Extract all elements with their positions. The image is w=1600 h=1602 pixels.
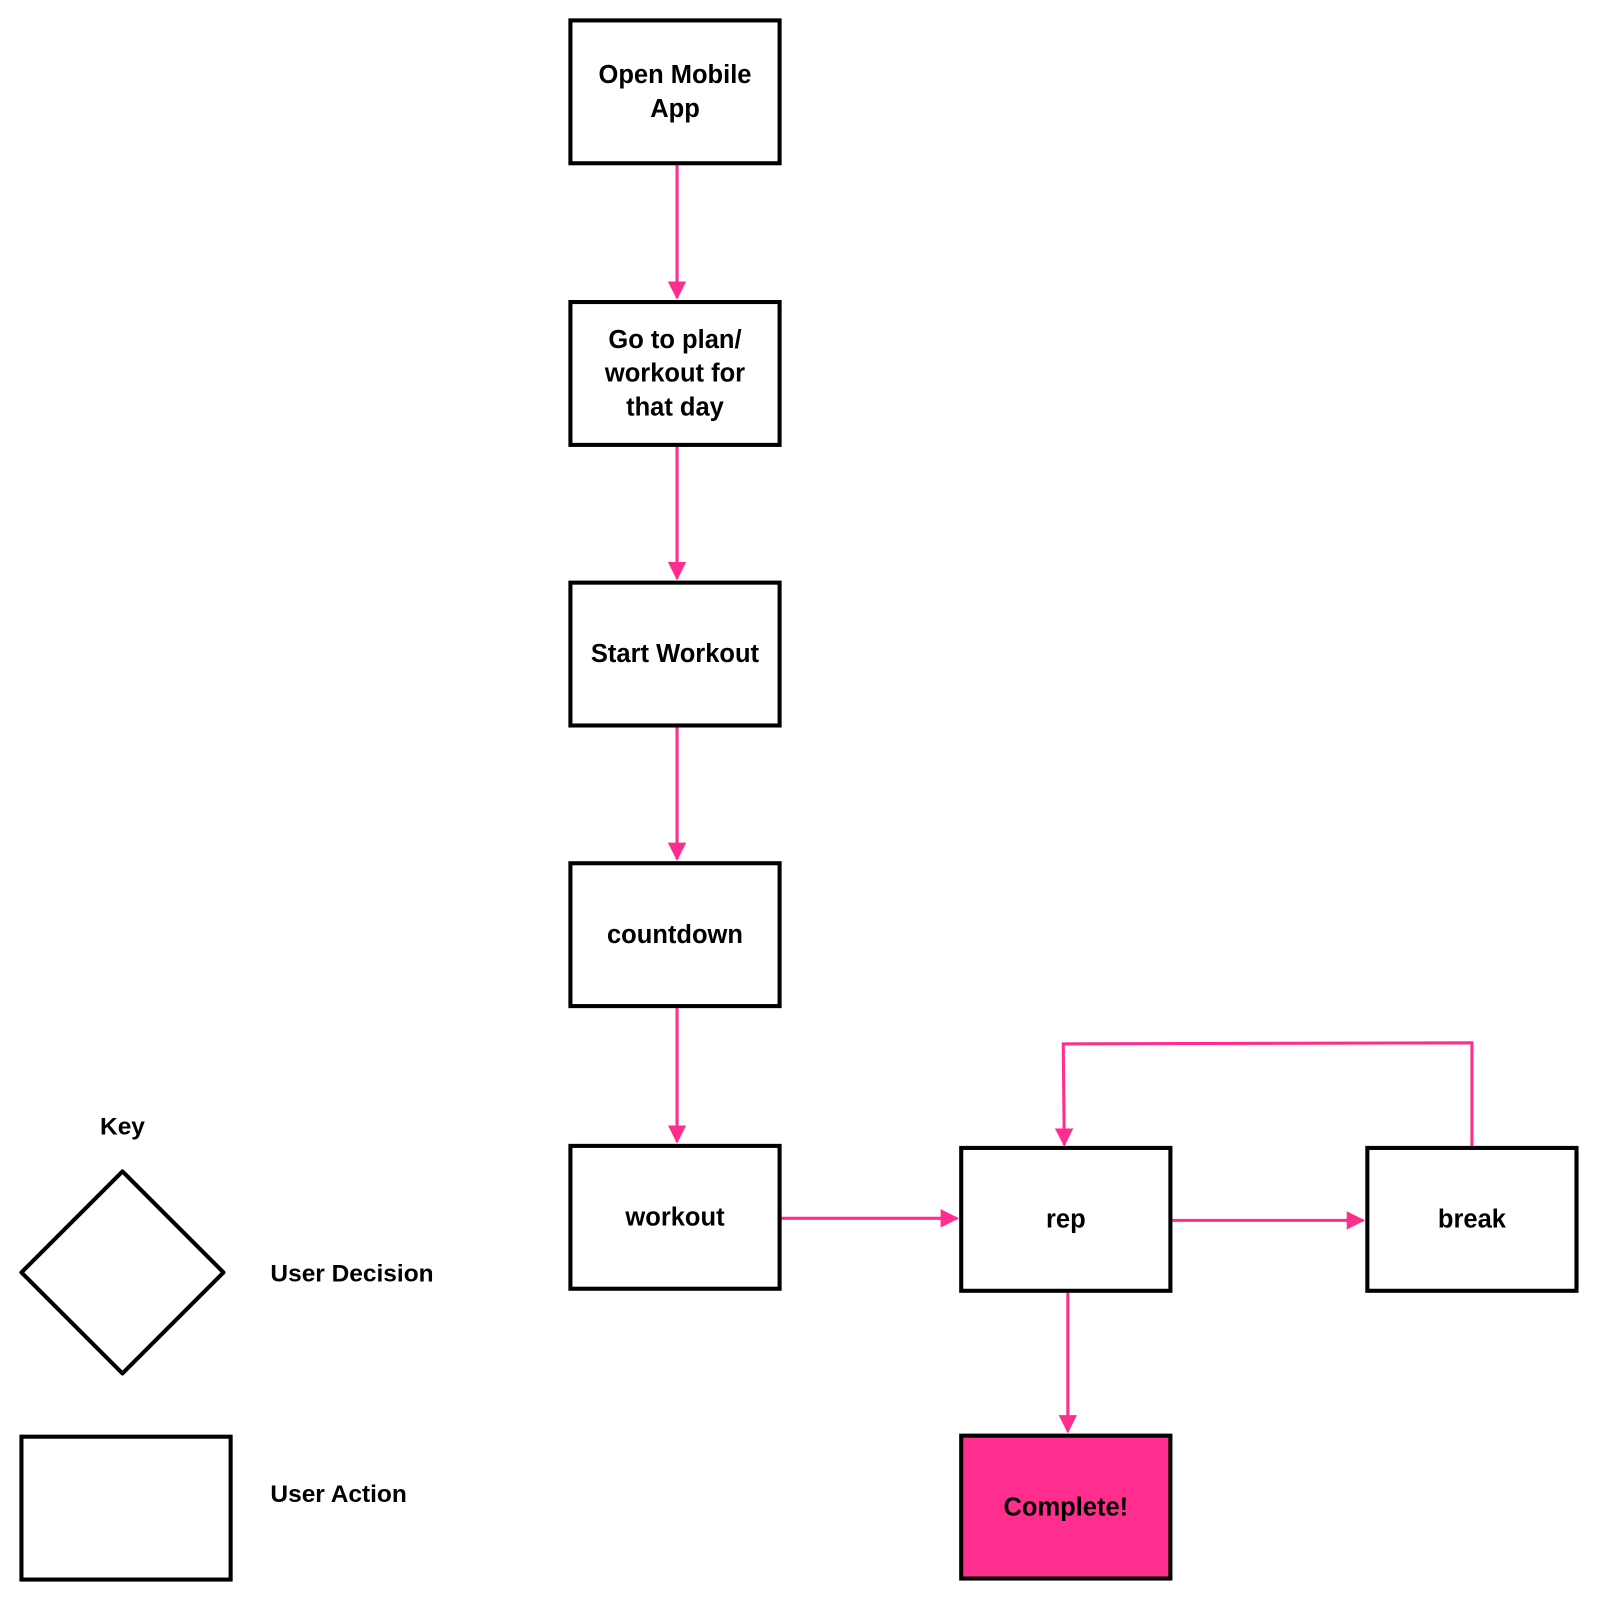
node-label: Go to plan/	[608, 326, 741, 354]
node-label: that day	[626, 393, 725, 421]
edges	[667, 165, 1474, 1434]
node-box	[568, 18, 782, 166]
node-box	[568, 861, 782, 1009]
node-label: Start Workout	[591, 640, 760, 668]
node-label: App	[650, 95, 700, 123]
node-box	[568, 580, 782, 728]
node-complete: Complete!	[959, 1433, 1173, 1581]
key-decision-label: User Decision	[270, 1261, 433, 1288]
node-box	[568, 1143, 782, 1291]
key-action-label: User Action	[270, 1481, 406, 1508]
node-box	[959, 1433, 1173, 1581]
key-decision-diamond	[19, 1169, 226, 1376]
node-label: rep	[1046, 1206, 1086, 1234]
key: Key User Decision User Action	[19, 1114, 434, 1582]
node-label: countdown	[607, 921, 743, 949]
node-break: break	[1365, 1145, 1579, 1293]
node-label: break	[1438, 1206, 1507, 1234]
node-countdown: countdown	[568, 861, 782, 1009]
node-label: workout for	[604, 360, 745, 388]
node-box	[959, 1145, 1173, 1293]
node-rep: rep	[959, 1145, 1173, 1293]
key-action-rect	[19, 1434, 233, 1582]
node-box	[568, 299, 782, 447]
node-workout: workout	[568, 1143, 782, 1291]
node-label: Open Mobile	[599, 61, 752, 89]
node-label: Complete!	[1003, 1493, 1128, 1521]
key-title: Key	[100, 1114, 145, 1141]
arrow-break-to-rep	[1054, 1041, 1474, 1148]
node-label: workout	[624, 1203, 725, 1231]
node-start: Start Workout	[568, 580, 782, 728]
node-box	[1365, 1145, 1579, 1293]
node-plan: Go to plan/workout for that day	[568, 299, 782, 447]
